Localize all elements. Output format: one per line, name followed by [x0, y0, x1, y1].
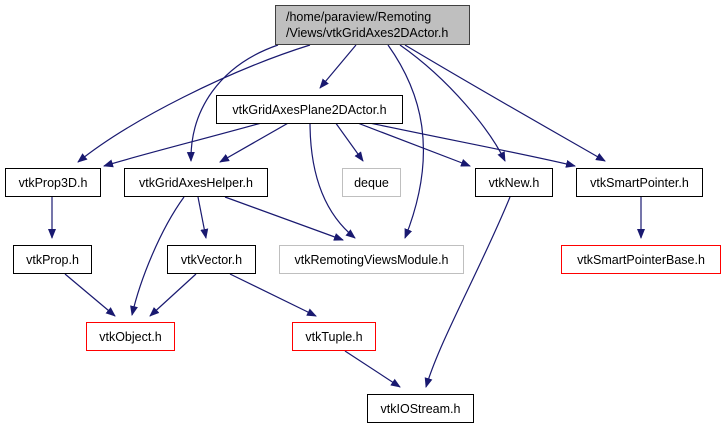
edge-root-to-helper	[186, 44, 279, 162]
node-vtkVector[interactable]: vtkVector.h	[167, 245, 256, 274]
edge-vector-to-tuple	[229, 273, 317, 317]
node-root-file[interactable]: /home/paraview/Remoting /Views/vtkGridAx…	[275, 5, 470, 45]
edge-prop-to-object	[64, 273, 116, 317]
edge-plane-to-smartptr	[364, 121, 576, 168]
edge-helper-to-module	[224, 196, 344, 241]
node-vtkObject[interactable]: vtkObject.h	[86, 322, 175, 351]
edge-root-to-smartptr	[404, 44, 606, 162]
node-root-line-1: /home/paraview/Remoting	[286, 10, 432, 24]
node-label: vtkGridAxesPlane2DActor.h	[232, 102, 387, 117]
node-label: vtkGridAxesHelper.h	[139, 175, 253, 190]
edge-plane-to-module	[309, 121, 356, 239]
edge-plane-to-helper	[219, 121, 291, 163]
node-vtkProp3D[interactable]: vtkProp3D.h	[5, 168, 101, 197]
edge-helper-to-object	[130, 196, 185, 316]
node-vtkTuple[interactable]: vtkTuple.h	[292, 322, 376, 351]
node-label: vtkProp.h	[26, 252, 79, 267]
node-label: vtkProp3D.h	[18, 175, 88, 190]
node-deque[interactable]: deque	[342, 168, 401, 197]
node-label: vtkSmartPointer.h	[590, 175, 689, 190]
edge-plane-to-deque	[334, 121, 364, 162]
edge-plane-to-prop3d	[103, 121, 266, 168]
node-label: vtkRemotingViewsModule.h	[294, 252, 449, 267]
node-vtkSmartPointer[interactable]: vtkSmartPointer.h	[576, 168, 703, 197]
edge-root-to-plane	[319, 44, 357, 89]
edge-plane-to-new	[354, 121, 471, 167]
node-vtkRemotingViewsModule[interactable]: vtkRemotingViewsModule.h	[279, 245, 464, 274]
edge-root-to-module	[387, 44, 424, 239]
node-vtkNew[interactable]: vtkNew.h	[475, 168, 553, 197]
node-label: vtkVector.h	[180, 252, 243, 267]
node-label: vtkNew.h	[488, 175, 540, 190]
edge-tuple-to-iostream	[344, 350, 401, 388]
node-vtkSmartPointerBase[interactable]: vtkSmartPointerBase.h	[561, 245, 721, 274]
node-vtkGridAxesPlane2DActor[interactable]: vtkGridAxesPlane2DActor.h	[216, 95, 403, 124]
node-vtkIOStream[interactable]: vtkIOStream.h	[367, 394, 474, 423]
node-vtkGridAxesHelper[interactable]: vtkGridAxesHelper.h	[124, 168, 268, 197]
edge-root-to-prop3d	[77, 44, 311, 163]
edge-root-to-new	[399, 44, 506, 162]
edge-new-to-iostream	[424, 196, 511, 388]
node-label: vtkSmartPointerBase.h	[577, 252, 705, 267]
node-label: vtkObject.h	[99, 329, 162, 344]
node-root-line-2: /Views/vtkGridAxes2DActor.h	[286, 26, 449, 40]
node-label: deque	[354, 175, 389, 190]
node-label: vtkTuple.h	[305, 329, 363, 344]
edge-vector-to-object	[149, 273, 197, 317]
node-vtkProp[interactable]: vtkProp.h	[13, 245, 92, 274]
node-label: vtkIOStream.h	[380, 401, 461, 416]
edge-helper-to-vector	[197, 196, 209, 239]
